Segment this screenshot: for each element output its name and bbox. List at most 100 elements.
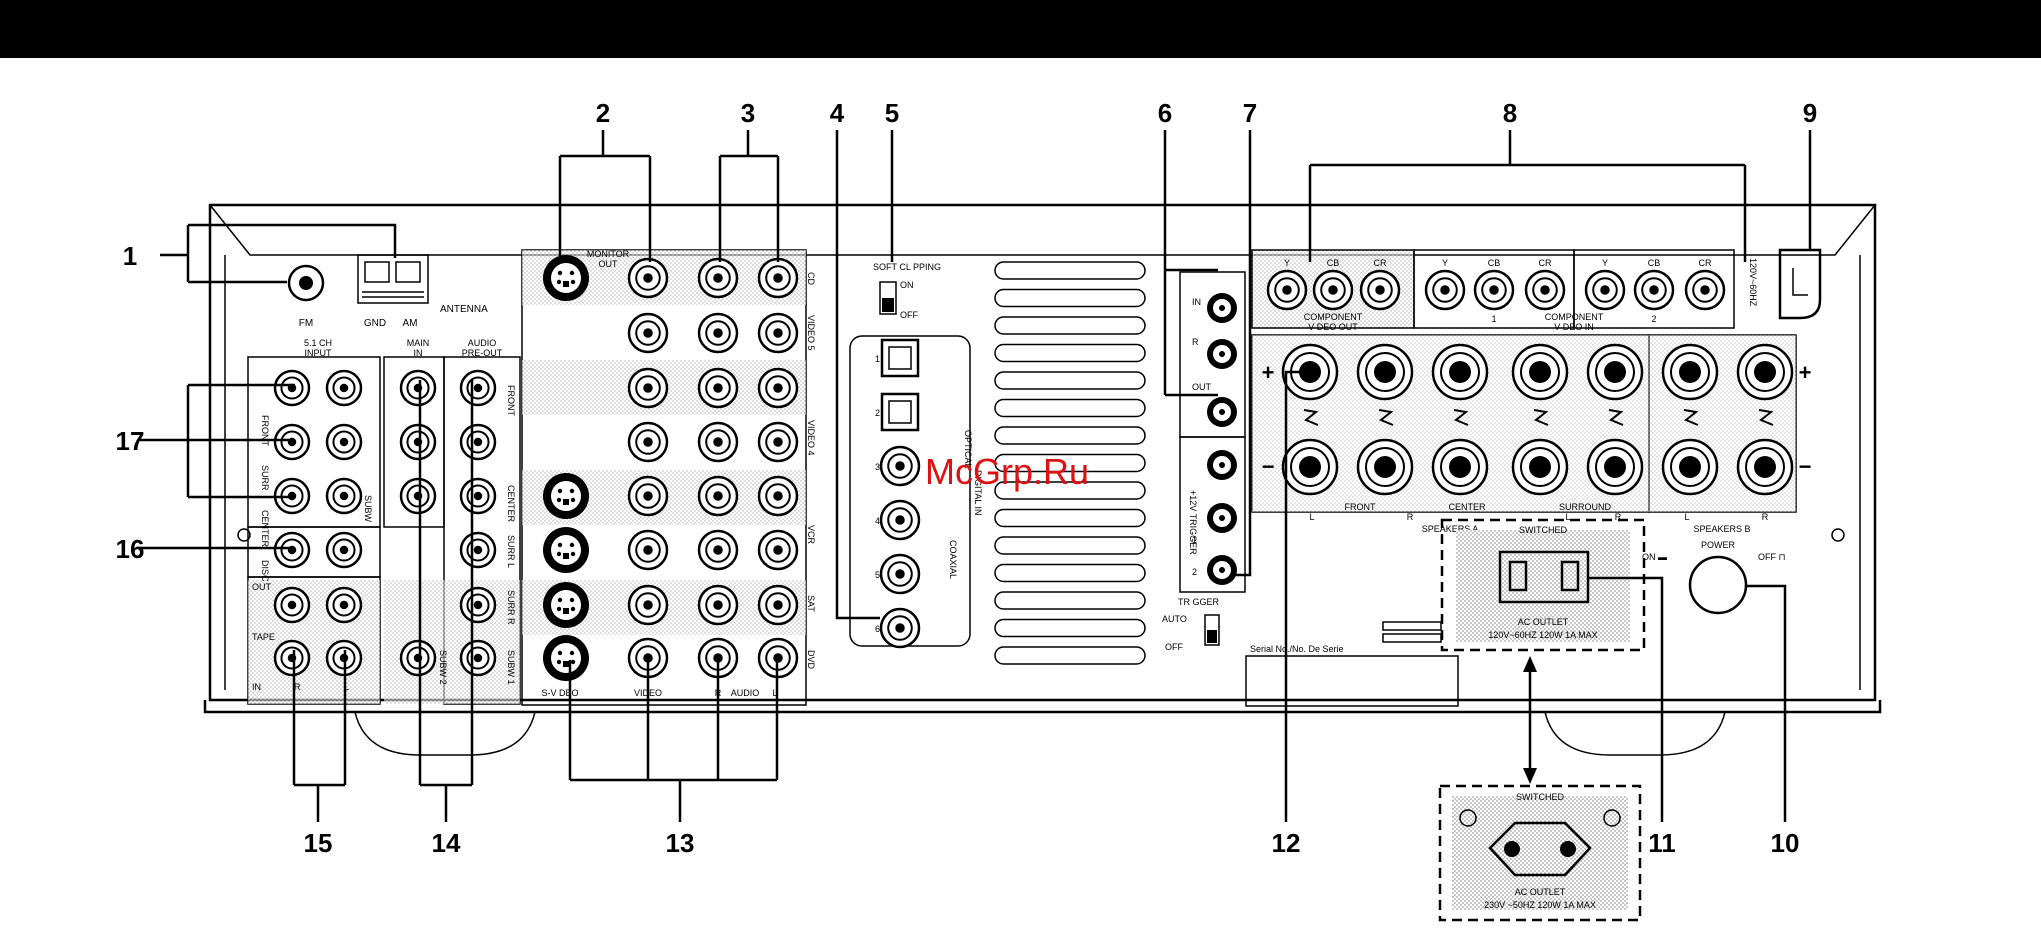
rca-jack[interactable]: [273, 423, 311, 461]
speaker-terminal[interactable]: [1431, 438, 1489, 496]
svideo-jack[interactable]: [543, 527, 589, 573]
speaker-terminal[interactable]: [1281, 343, 1339, 401]
trig-r-label: R: [1192, 337, 1199, 347]
rca-jack[interactable]: [459, 639, 497, 677]
trig-out2-label: 2: [1192, 567, 1197, 577]
speaker-terminal[interactable]: [1281, 438, 1339, 496]
component-jack[interactable]: [1473, 269, 1515, 311]
rca-jack[interactable]: [627, 312, 669, 354]
callout-number: 13: [666, 828, 695, 858]
rca-jack[interactable]: [459, 369, 497, 407]
trigger-jack[interactable]: [1207, 555, 1237, 585]
rca-jack[interactable]: [325, 586, 363, 624]
power-label: POWER: [1701, 540, 1736, 550]
rca-jack[interactable]: [273, 531, 311, 569]
component-jack[interactable]: [1684, 269, 1726, 311]
callout-number: 7: [1243, 98, 1257, 128]
component-jack[interactable]: [1359, 269, 1401, 311]
rca-jack[interactable]: [697, 475, 739, 517]
rca-jack[interactable]: [697, 312, 739, 354]
component-jack[interactable]: [1584, 269, 1626, 311]
rca-jack[interactable]: [273, 369, 311, 407]
rca-jack[interactable]: [459, 586, 497, 624]
rca-jack[interactable]: [325, 477, 363, 515]
rca-jack[interactable]: [459, 423, 497, 461]
speaker-terminal[interactable]: [1736, 343, 1794, 401]
disc-label: DISC: [260, 560, 270, 582]
trigger-jack[interactable]: [1207, 503, 1237, 533]
rca-jack[interactable]: [757, 257, 799, 299]
svideo-jack[interactable]: [543, 473, 589, 519]
speaker-terminal[interactable]: [1661, 343, 1719, 401]
component-jack[interactable]: [1633, 269, 1675, 311]
rca-jack[interactable]: [757, 312, 799, 354]
rca-jack[interactable]: [627, 637, 669, 679]
svideo-jack[interactable]: [543, 255, 589, 301]
rca-jack[interactable]: [697, 529, 739, 571]
am-antenna-terminal[interactable]: [357, 254, 429, 304]
rca-jack[interactable]: [757, 529, 799, 571]
component-jack[interactable]: [1424, 269, 1466, 311]
rca-jack[interactable]: [627, 257, 669, 299]
rca-jack[interactable]: [697, 421, 739, 463]
speaker-terminal[interactable]: [1431, 343, 1489, 401]
svideo-jack[interactable]: [543, 635, 589, 681]
coaxial-jack[interactable]: [879, 607, 921, 649]
coaxial-label: COAXIAL: [948, 540, 958, 579]
speaker-terminal[interactable]: [1586, 438, 1644, 496]
rca-jack[interactable]: [399, 423, 437, 461]
rca-jack[interactable]: [627, 475, 669, 517]
component-jack[interactable]: [1266, 269, 1308, 311]
trigger-jack[interactable]: [1207, 339, 1237, 369]
rca-jack[interactable]: [697, 367, 739, 409]
rca-jack[interactable]: [757, 584, 799, 626]
rca-jack[interactable]: [627, 421, 669, 463]
rca-jack[interactable]: [757, 367, 799, 409]
rca-jack[interactable]: [325, 531, 363, 569]
rca-jack[interactable]: [399, 639, 437, 677]
trigger-jack[interactable]: [1207, 293, 1237, 323]
speaker-terminal[interactable]: [1511, 438, 1569, 496]
speaker-terminal[interactable]: [1356, 343, 1414, 401]
component-jack[interactable]: [1312, 269, 1354, 311]
speaker-terminal[interactable]: [1586, 343, 1644, 401]
trigger-switch[interactable]: [1204, 614, 1220, 646]
svideo-jack[interactable]: [543, 582, 589, 628]
rca-jack[interactable]: [459, 477, 497, 515]
rca-jack[interactable]: [459, 531, 497, 569]
optical-jack[interactable]: [880, 392, 920, 432]
rca-jack[interactable]: [697, 257, 739, 299]
rca-jack[interactable]: [627, 367, 669, 409]
optical-jack[interactable]: [880, 338, 920, 378]
power-button[interactable]: [1688, 555, 1748, 615]
rca-jack[interactable]: [325, 369, 363, 407]
speaker-terminal[interactable]: [1736, 438, 1794, 496]
speaker-terminal[interactable]: [1661, 438, 1719, 496]
component-jack[interactable]: [1524, 269, 1566, 311]
rca-jack[interactable]: [273, 639, 311, 677]
rca-jack[interactable]: [697, 584, 739, 626]
speaker-terminal[interactable]: [1356, 438, 1414, 496]
soft-clipping-switch[interactable]: SOFT CL PPING ON OFF: [873, 262, 941, 320]
rca-jack[interactable]: [273, 586, 311, 624]
coaxial-jack[interactable]: [879, 553, 921, 595]
speaker-terminal[interactable]: [1511, 343, 1569, 401]
rca-jack[interactable]: [627, 529, 669, 571]
trigger-jack[interactable]: [1207, 450, 1237, 480]
speakers-a-label: SPEAKERS A: [1422, 524, 1479, 534]
rca-jack[interactable]: [757, 421, 799, 463]
coaxial-jack[interactable]: [879, 445, 921, 487]
trigger-jack[interactable]: [1207, 397, 1237, 427]
rca-jack[interactable]: [627, 584, 669, 626]
rca-jack[interactable]: [399, 369, 437, 407]
coaxial-jack[interactable]: [879, 499, 921, 541]
rca-jack[interactable]: [757, 475, 799, 517]
fm-antenna-jack[interactable]: [287, 264, 325, 302]
rca-jack[interactable]: [325, 423, 363, 461]
video5-label: VIDEO 5: [806, 315, 816, 351]
rca-jack[interactable]: [399, 477, 437, 515]
